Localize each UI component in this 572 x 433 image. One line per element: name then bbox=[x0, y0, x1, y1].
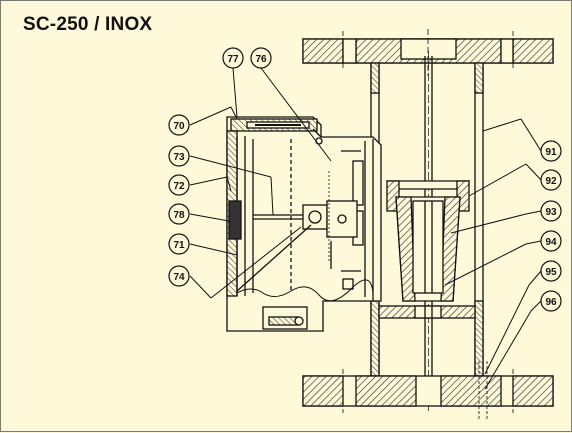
callout-71: 71 bbox=[168, 233, 190, 255]
measuring-tube bbox=[370, 62, 484, 377]
callout-76: 76 bbox=[250, 47, 272, 69]
callout-78: 78 bbox=[168, 203, 190, 225]
indicator-housing bbox=[226, 116, 382, 332]
lower-stop bbox=[378, 305, 476, 319]
callout-77: 77 bbox=[222, 47, 244, 69]
leader-lines bbox=[189, 67, 542, 390]
diagram-title: SC-250 / INOX bbox=[23, 14, 153, 35]
svg-text:96: 96 bbox=[545, 297, 557, 308]
svg-text:73: 73 bbox=[173, 152, 185, 163]
svg-text:92: 92 bbox=[545, 176, 557, 187]
svg-text:76: 76 bbox=[255, 54, 267, 65]
callout-95: 95 bbox=[540, 260, 562, 282]
callout-93: 93 bbox=[540, 200, 562, 222]
svg-text:93: 93 bbox=[545, 207, 557, 218]
svg-text:94: 94 bbox=[545, 237, 557, 248]
svg-text:72: 72 bbox=[173, 181, 185, 192]
callout-94: 94 bbox=[540, 230, 562, 252]
callout-92: 92 bbox=[540, 169, 562, 191]
callout-73: 73 bbox=[168, 145, 190, 167]
callout-74: 74 bbox=[168, 265, 190, 287]
svg-text:77: 77 bbox=[227, 54, 239, 65]
callout-72: 72 bbox=[168, 174, 190, 196]
callout-91: 91 bbox=[540, 140, 562, 162]
top-flange bbox=[302, 29, 554, 76]
callout-96: 96 bbox=[540, 290, 562, 312]
svg-text:95: 95 bbox=[545, 267, 557, 278]
svg-text:74: 74 bbox=[173, 272, 185, 283]
bottom-flange bbox=[302, 361, 554, 419]
svg-text:91: 91 bbox=[545, 147, 557, 158]
float-assembly bbox=[385, 180, 471, 302]
callout-70: 70 bbox=[168, 114, 190, 136]
svg-text:71: 71 bbox=[173, 240, 185, 251]
svg-text:78: 78 bbox=[173, 210, 185, 221]
svg-text:70: 70 bbox=[173, 121, 185, 132]
